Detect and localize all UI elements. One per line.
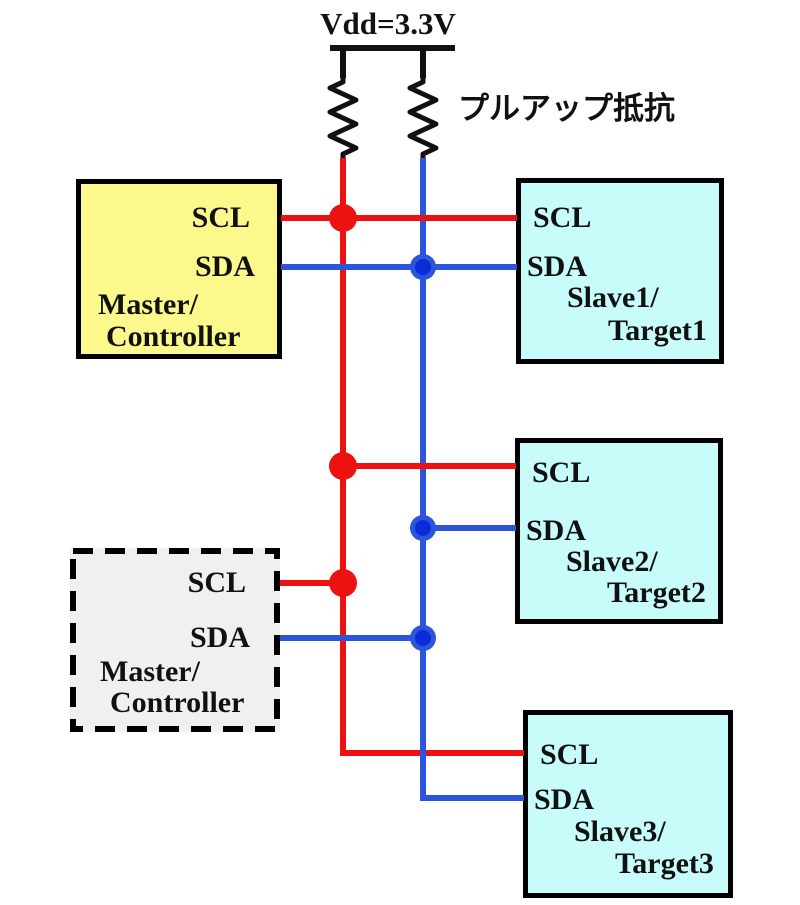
- master1-sda-pin-label: SDA: [194, 250, 255, 283]
- sda-dot-core: [415, 630, 431, 646]
- slave2-sda-pin-label: SDA: [526, 514, 587, 547]
- sda-junction-dot-master2: [410, 625, 436, 651]
- master1-name-line2: Controller: [106, 320, 241, 353]
- slave3-sda-pin-label: SDA: [534, 783, 595, 816]
- slave1-scl-pin-label: SCL: [533, 201, 592, 234]
- master2-scl-pin-label: SCL: [187, 566, 246, 599]
- sda-dot-core: [415, 520, 431, 536]
- slave2-box: SCL SDA Slave2/ Target2: [515, 438, 723, 624]
- sda-dot-core: [415, 259, 431, 275]
- scl-bus-line: [340, 158, 524, 756]
- sda-junction-dot-master1: [410, 254, 436, 280]
- pullup-resistor-label: プルアップ抵抗: [458, 91, 675, 126]
- slave1-box: SCL SDA Slave1/ Target1: [516, 178, 724, 364]
- slave2-scl-pin-label: SCL: [532, 456, 591, 489]
- slave2-name-line1: Slave2/: [566, 545, 658, 578]
- slave3-name-line2: Target3: [615, 847, 714, 880]
- scl-junction-dot-master2: [329, 569, 357, 597]
- master1-scl-pin-label: SCL: [191, 201, 250, 234]
- slave1-name-line1: Slave1/: [567, 281, 659, 314]
- sda-dot-ring: [410, 625, 436, 651]
- slave1-name-line2: Target1: [608, 314, 707, 347]
- master1-name-line1: Master/: [98, 288, 198, 321]
- slave3-scl-pin-label: SCL: [540, 738, 599, 771]
- slave3-name-line1: Slave3/: [574, 815, 666, 848]
- sda-dot-ring: [410, 515, 436, 541]
- slave3-box: SCL SDA Slave3/ Target3: [523, 710, 733, 898]
- slave1-sda-pin-label: SDA: [527, 250, 588, 283]
- scl-junction-dot-slave2: [329, 452, 357, 480]
- pullup-resistor-scl-icon: [327, 75, 359, 163]
- sda-junction-dot-slave2: [410, 515, 436, 541]
- slave2-name-line2: Target2: [607, 576, 706, 609]
- pullup-resistor-sda-icon: [407, 75, 439, 163]
- vdd-voltage-label: Vdd=3.3V: [320, 6, 456, 41]
- master2-sda-pin-label: SDA: [189, 621, 250, 654]
- sda-dot-ring: [410, 254, 436, 280]
- master2-name-line2: Controller: [110, 686, 245, 719]
- master2-box: SCL SDA Master/ Controller: [70, 548, 280, 732]
- scl-junction-dot-master1: [329, 204, 357, 232]
- master1-box: SCL SDA Master/ Controller: [76, 179, 282, 359]
- sda-bus-line: [420, 158, 524, 801]
